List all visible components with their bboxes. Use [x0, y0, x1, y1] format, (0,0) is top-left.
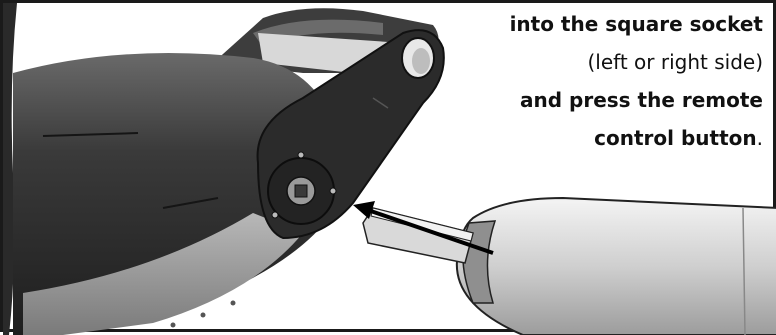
instruction-line-1: into the square socket — [433, 5, 763, 43]
instruction-line-4: control button. — [433, 119, 763, 157]
screw — [330, 188, 336, 194]
instruction-line-4-end: . — [757, 126, 763, 150]
instruction-text: into the square socket (left or right si… — [433, 5, 763, 157]
instruction-line-3: and press the remote — [433, 81, 763, 119]
square-socket — [295, 185, 307, 197]
screw — [272, 212, 278, 218]
instruction-line-4-bold: control button — [594, 126, 756, 150]
screw — [298, 152, 304, 158]
tool-cylinder — [457, 198, 776, 335]
instruction-line-2: (left or right side) — [433, 43, 763, 81]
